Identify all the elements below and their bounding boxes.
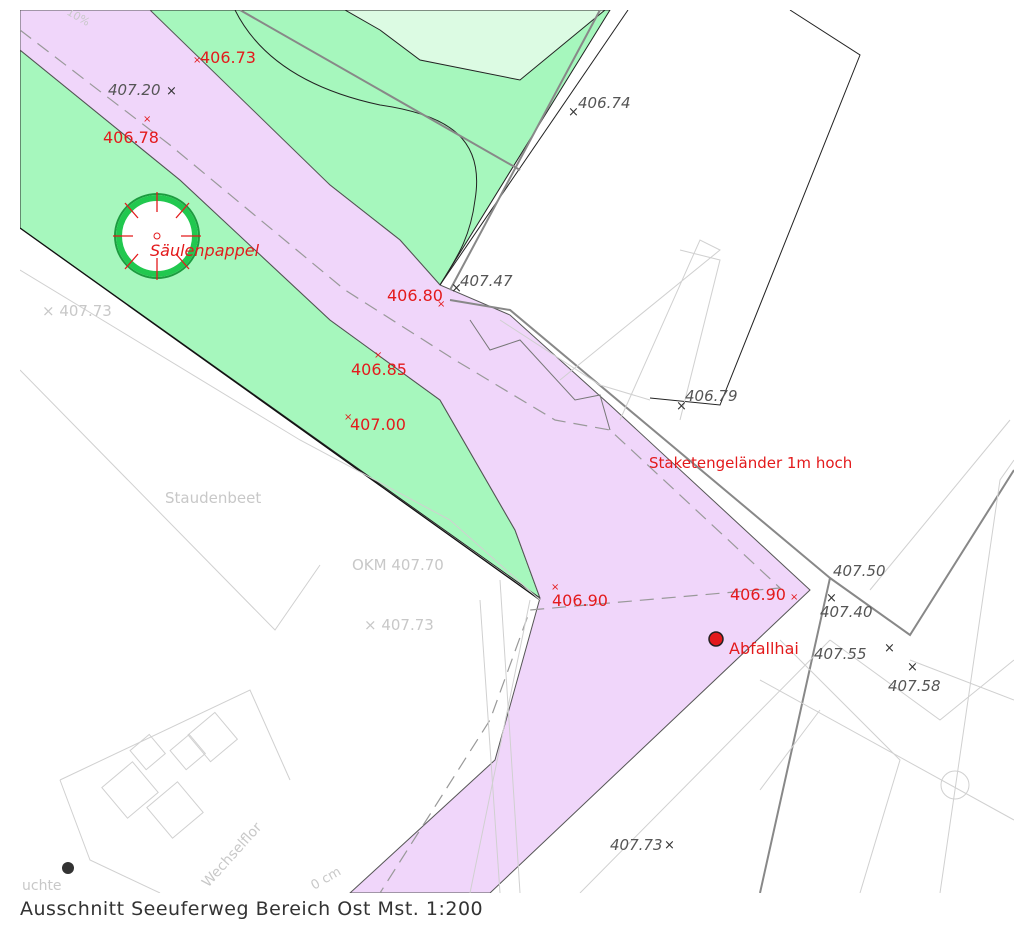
site-plan-map: × × × × × × × × × × × × × × × 406.73 407… [20,10,1014,893]
lamp-label: uchte [22,878,62,893]
spot-label: 407.47 [460,272,513,290]
map-caption: Ausschnitt Seeuferweg Bereich Ost Mst. 1… [20,898,484,920]
spot-label: 406.74 [578,94,631,112]
footpath-area [20,10,811,893]
svg-text:×: × [907,660,918,675]
svg-text:×: × [884,641,895,656]
abfallhai-label: Abfallhai [729,639,799,658]
lawn-lighter-area [343,10,606,81]
svg-text:×: × [676,399,687,414]
svg-text:×: × [826,591,837,606]
svg-text:×: × [568,105,579,120]
svg-text:×: × [344,412,352,423]
boundary-line-top [439,10,629,286]
spot-label: 407.55 [814,645,867,663]
tree-symbol [113,192,201,280]
spot-label: 407.00 [350,415,406,434]
svg-text:×: × [551,582,559,593]
boundary-line [20,227,541,601]
spot-label: 406.73 [200,48,256,67]
svg-text:×: × [193,55,201,66]
railing-line [239,10,521,171]
okm-label: OKM 407.70 [352,556,444,574]
background-plan-lines [20,239,1014,893]
spot-label: 406.85 [351,360,407,379]
spot-label: 406.90 [730,585,786,604]
spot-height-markers: × × × × × × × × × × × × × × × [143,55,918,853]
svg-text:×: × [166,84,177,99]
spot-label: 406.79 [685,387,738,405]
spot-label: 407.20 [108,81,161,99]
spot-label: 406.78 [103,128,159,147]
lawn-contour [234,10,478,286]
railing-line [449,299,832,893]
svg-text:×: × [790,592,798,603]
svg-text:×: × [374,350,382,361]
svg-text:×: × [143,114,151,125]
railing-line [449,10,601,291]
spot-label: 407.73 [610,836,663,854]
svg-text:×: × [664,838,675,853]
railing-line [829,469,1014,637]
lamp-point [62,862,74,874]
dimension-label: 0 cm [309,864,344,893]
spot-label: 407.40 [820,603,873,621]
plant-label: Wechselflor [199,819,265,890]
abfallhai-marker[interactable] [708,631,724,647]
footpath-centerline [20,29,782,893]
spot-label: 407.58 [888,677,941,695]
spot-label: 407.50 [833,562,886,580]
spot-label: × 407.73 [364,616,434,634]
svg-text:×: × [451,281,462,296]
svg-text:×: × [437,299,445,310]
railing-label: Staketengeländer 1m hoch [649,454,852,472]
footpath-edge-notch [469,319,611,431]
spot-label: 406.80 [387,286,443,305]
spot-label: 406.90 [552,591,608,610]
bed-label: Staudenbeet [165,489,261,507]
tree-label: Säulenpappel [150,241,260,260]
spot-label: × 407.73 [42,302,112,320]
building-outline [649,10,861,406]
